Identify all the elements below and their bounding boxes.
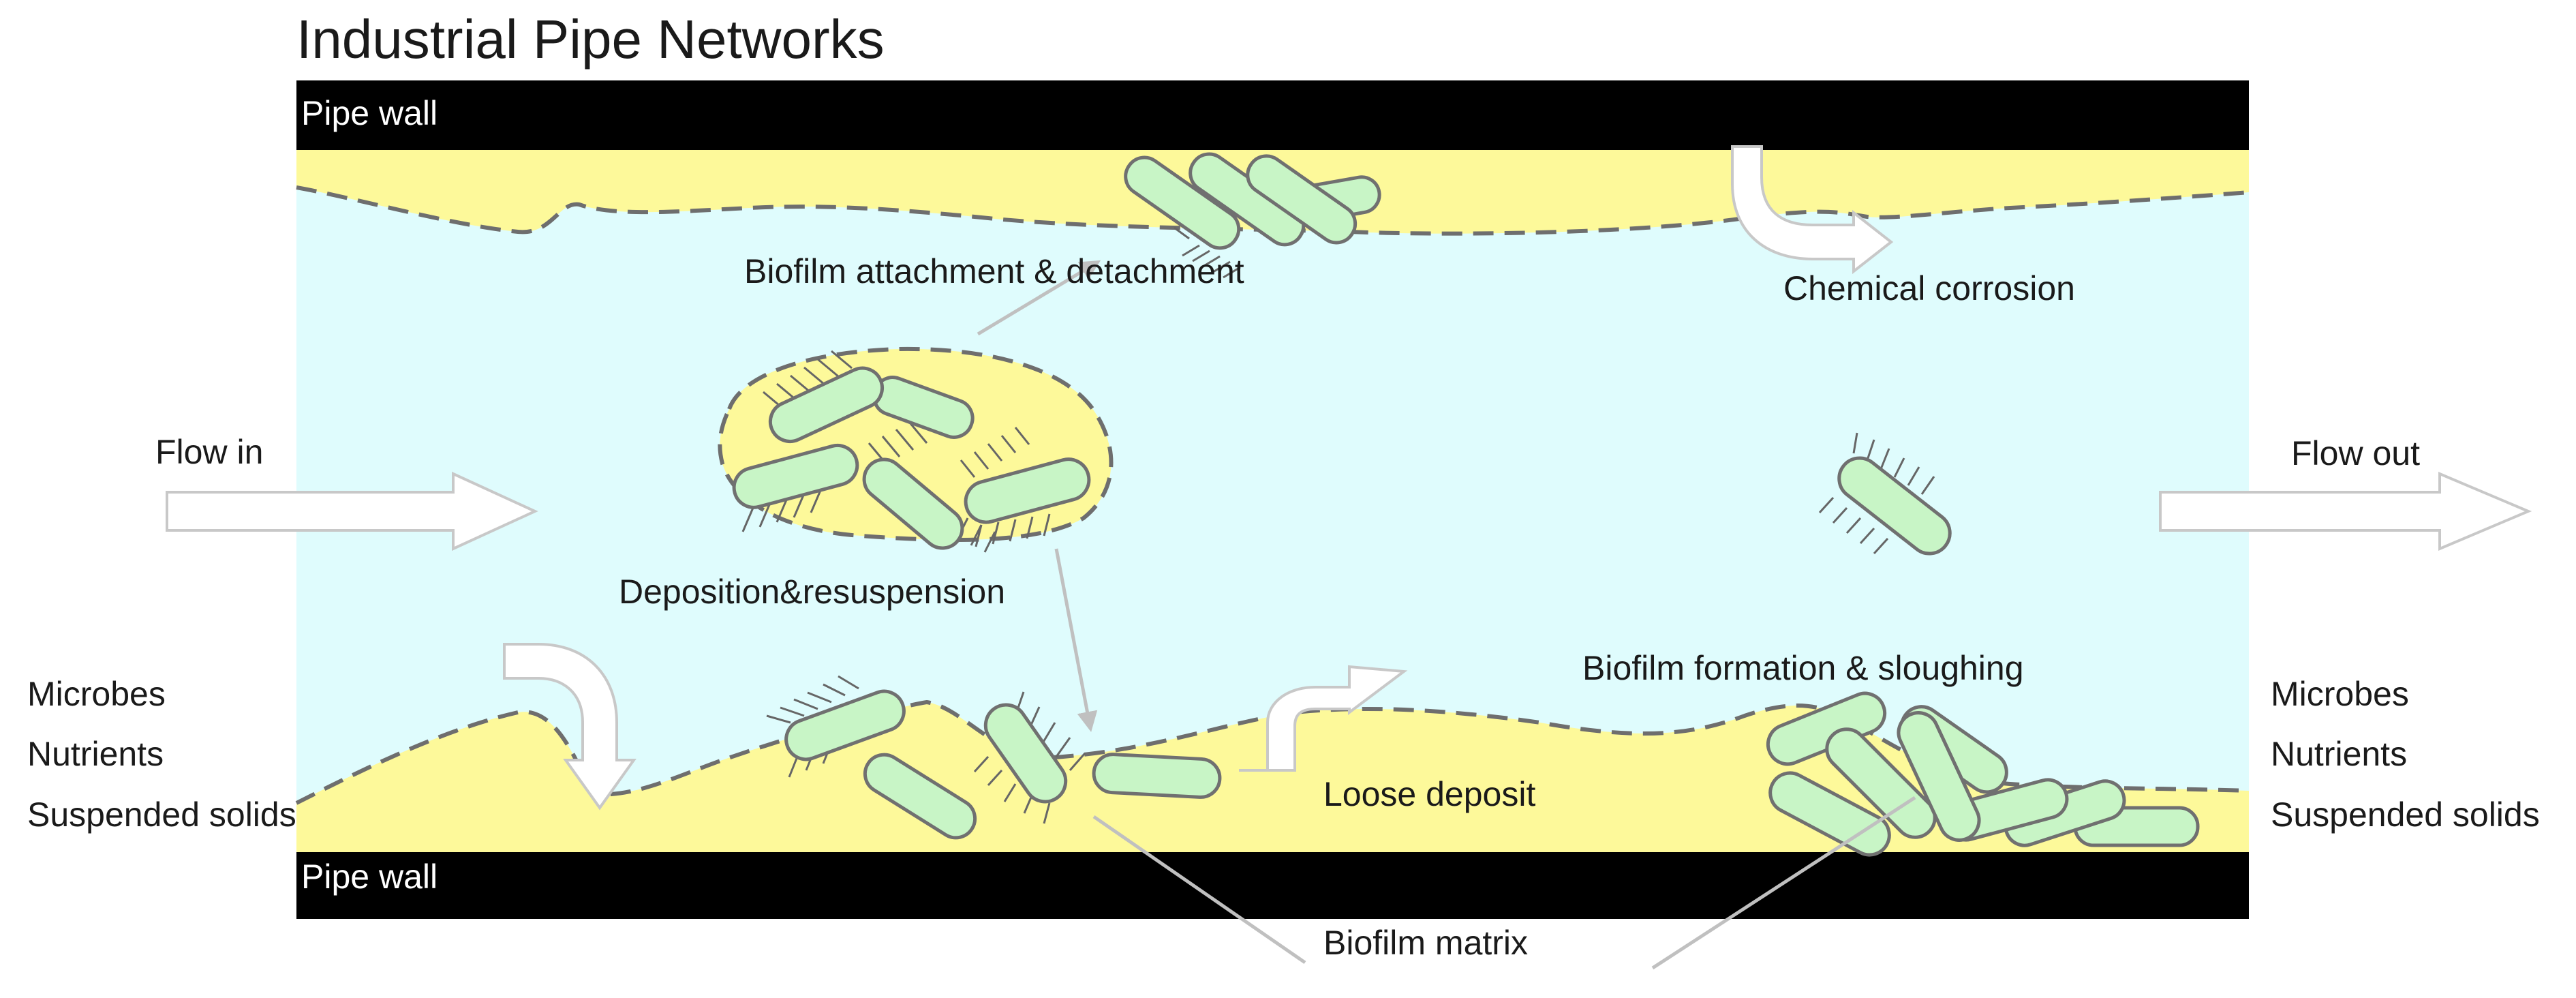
- flagella-icon: [741, 350, 1051, 553]
- flow-in-arrow-icon: [166, 471, 538, 551]
- bottom-wall-label: Pipe wall: [301, 858, 438, 896]
- loose-deposit-label: Loose deposit: [1323, 775, 1535, 813]
- bottom-left-microbes: [766, 675, 1222, 840]
- free-floating-microbe: [1818, 432, 1952, 556]
- formation-label: Biofilm formation & sloughing: [1582, 649, 2024, 687]
- floating-cluster-microbes: [732, 350, 1091, 553]
- deposition-curved-arrow-icon: [503, 643, 637, 811]
- left-input-suspended-solids: Suspended solids: [27, 796, 296, 834]
- rod-microbe: [1897, 711, 1981, 842]
- rod-microbe: [1092, 753, 1222, 799]
- left-input-nutrients: Nutrients: [27, 735, 164, 773]
- rod-microbe: [768, 366, 884, 444]
- flow-out-arrow-icon: [2159, 471, 2532, 551]
- rod-microbe: [1837, 456, 1952, 556]
- to-wall-pointer: [977, 260, 1101, 336]
- top-deposit-boundary: [296, 185, 2250, 236]
- attachment-label: Biofilm attachment & detachment: [744, 252, 1244, 290]
- rod-microbe: [862, 457, 964, 550]
- hollow-arrows: [166, 145, 2532, 811]
- corrosion-curved-arrow-icon: [1731, 145, 1894, 275]
- rod-microbe: [1246, 154, 1358, 245]
- right-output-microbes: Microbes: [2271, 675, 2409, 713]
- right-output-nutrients: Nutrients: [2271, 735, 2407, 773]
- rod-microbe: [732, 443, 859, 509]
- bottom-pipe-wall: [296, 852, 2249, 919]
- right-output-suspended-solids: Suspended solids: [2271, 796, 2540, 834]
- left-input-microbes: Microbes: [27, 675, 166, 713]
- matrix-pointer-left: [1092, 815, 1306, 965]
- rod-microbe: [983, 703, 1068, 804]
- flow-in-label: Flow in: [155, 433, 263, 471]
- resuspension-curved-arrow-icon: [1239, 665, 1408, 772]
- top-attached-microbes: [1124, 152, 1381, 279]
- rod-microbe: [1124, 155, 1241, 250]
- matrix-pointer-right: [1651, 796, 1916, 970]
- bottom-deposit-layer: [296, 702, 2249, 852]
- flow-out-label: Flow out: [2291, 434, 2420, 472]
- rod-microbe: [863, 753, 977, 840]
- rod-microbe: [784, 689, 906, 761]
- rod-microbe: [1825, 727, 1937, 839]
- flagella-icon: [1818, 432, 1935, 555]
- deposition-label: Deposition&resuspension: [619, 573, 1005, 611]
- matrix-label: Biofilm matrix: [1323, 924, 1528, 962]
- pointer-arrows: [977, 260, 1916, 970]
- top-wall-label: Pipe wall: [301, 94, 438, 132]
- rod-microbe: [964, 457, 1091, 524]
- corrosion-label: Chemical corrosion: [1783, 269, 2075, 307]
- to-bottom-pointer: [1054, 548, 1098, 732]
- diagram-title: Industrial Pipe Networks: [296, 9, 885, 70]
- top-pipe-wall: [296, 80, 2249, 150]
